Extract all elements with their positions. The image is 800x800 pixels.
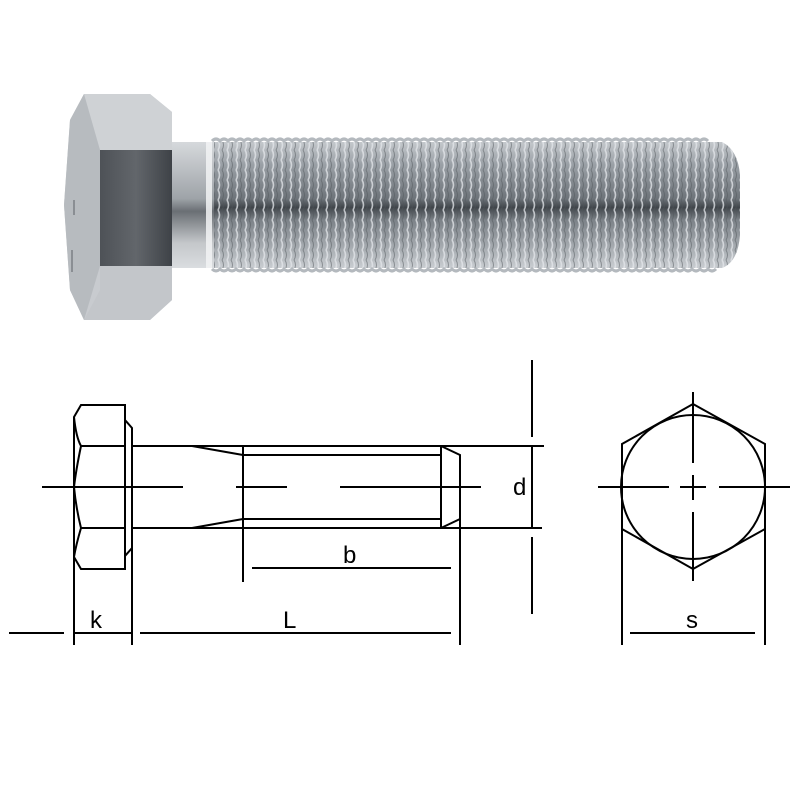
bolt-photo (64, 94, 740, 320)
dimension-d (460, 360, 544, 614)
bolt-photo-shank (210, 137, 740, 273)
bolt-photo-head (64, 94, 172, 320)
side-view-drawing (72, 404, 461, 582)
dimension-label-k: k (90, 607, 103, 634)
end-view-centerlines (598, 392, 790, 581)
bolt-photo-head-face (100, 150, 172, 266)
dimension-label-s: s (686, 607, 698, 634)
dimension-label-b: b (343, 542, 356, 569)
dimension-label-d: d (513, 474, 526, 501)
dimension-L-k (9, 519, 461, 645)
dimension-s (621, 529, 766, 645)
dimension-label-L: L (283, 607, 296, 634)
